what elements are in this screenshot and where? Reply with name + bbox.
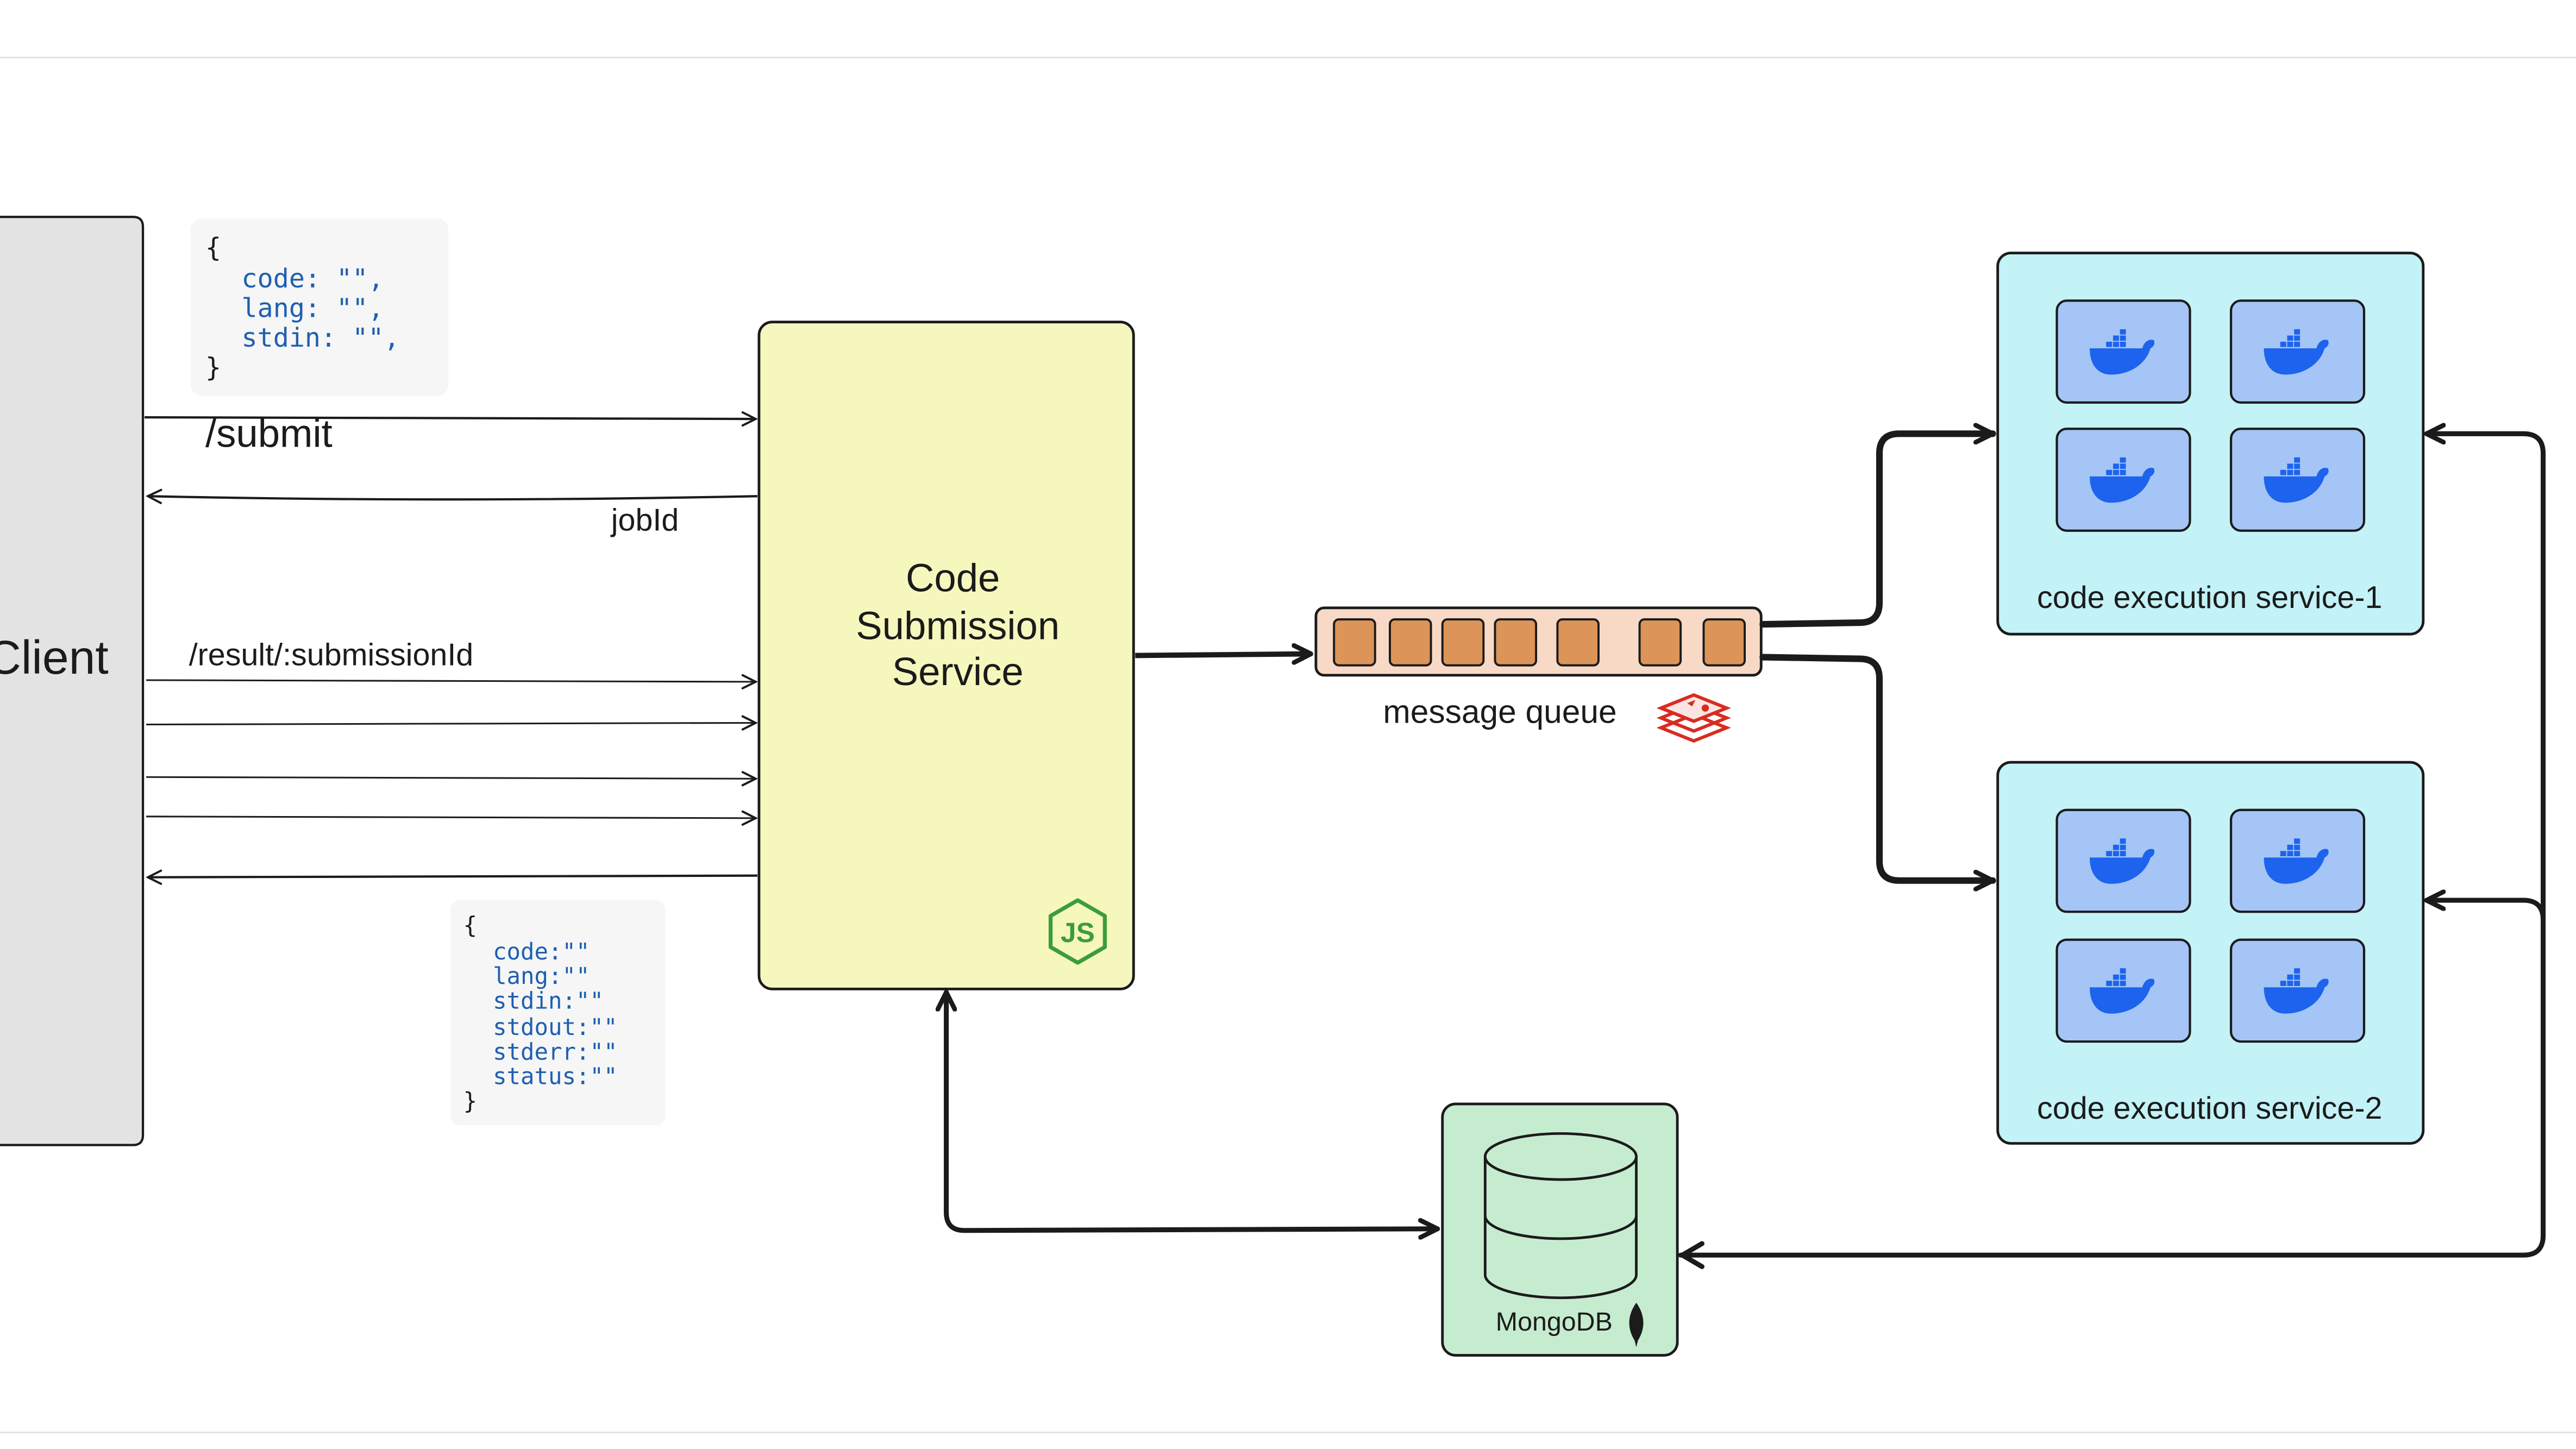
mongodb-leaf-icon: [1629, 1302, 1644, 1347]
submit-payload-line-lang: lang: "",: [241, 293, 384, 324]
service-db-arrow: [947, 989, 1440, 1230]
queue-to-exec-1-arrow: [1759, 434, 1996, 628]
container-box: [2229, 299, 2366, 404]
jobid-edge-label: jobId: [610, 503, 679, 538]
queue-to-exec-arrows: [1759, 434, 1996, 881]
message-queue[interactable]: [1314, 606, 1763, 677]
submit-payload-open: {: [205, 233, 221, 263]
result-payload-line-stdin: stdin:"": [493, 988, 604, 1014]
database-box[interactable]: MongoDB: [1441, 1102, 1679, 1357]
queue-item: [1556, 618, 1600, 667]
container-box: [2229, 808, 2366, 913]
container-box: [2055, 808, 2191, 913]
queue-item: [1638, 618, 1682, 667]
container-box: [2055, 428, 2191, 532]
exec-service-1-label: code execution service-1: [2037, 580, 2382, 615]
submit-payload-card: { code: "", lang: "", stdin: "", }: [190, 218, 449, 396]
submission-service-line-3: Service: [892, 650, 1024, 694]
exec-to-db-arrowhead: [1679, 1241, 1704, 1269]
message-queue-label: message queue: [1383, 693, 1616, 730]
submission-service-box[interactable]: Code Submission Service JS: [757, 321, 1135, 990]
result-response-arrow: [148, 876, 757, 877]
exec-service-2[interactable]: code execution service-2: [1996, 761, 2425, 1145]
submit-payload-line-code: code: "",: [241, 264, 384, 294]
poll-arrow-2: [146, 723, 756, 724]
submit-payload-line-stdin: stdin: "",: [241, 323, 399, 353]
result-payload-card: { code:"" lang:"" stdin:"" stdout:"" std…: [450, 900, 666, 1126]
client-service-arrows: [145, 417, 757, 877]
container-box: [2055, 299, 2191, 404]
nodejs-icon: JS: [1048, 898, 1107, 965]
client-box[interactable]: Client: [0, 216, 145, 1146]
submit-edge-label: /submit: [205, 412, 333, 456]
container-box: [2055, 938, 2191, 1043]
database-label: MongoDB: [1496, 1307, 1613, 1337]
db-to-exec-1-arrow: [1678, 434, 2546, 1258]
result-payload-line-stdout: stdout:"": [493, 1014, 617, 1040]
exec-service-2-label: code execution service-2: [2037, 1091, 2382, 1126]
queue-to-exec-2-arrow: [1759, 654, 1996, 881]
queue-item: [1388, 618, 1432, 667]
svg-text:JS: JS: [1061, 917, 1095, 948]
db-to-exec-2-arrow: [2424, 900, 2546, 923]
result-payload-line-code: code:"": [493, 938, 590, 965]
poll-arrow-4: [146, 817, 756, 818]
result-edge-label: /result/:submissionId: [189, 638, 474, 673]
result-payload-open: {: [463, 912, 477, 938]
submit-payload-close: }: [205, 352, 221, 382]
db-feedback-arrows: [1678, 434, 2546, 1258]
result-payload-line-status: status:"": [493, 1063, 617, 1090]
queue-item: [1702, 618, 1746, 667]
service-to-queue-arrow: [1135, 654, 1311, 655]
container-box: [2229, 938, 2366, 1043]
result-payload-line-lang: lang:"": [493, 963, 590, 989]
jobid-arrow: [148, 496, 757, 499]
poll-arrow-3: [146, 777, 756, 779]
result-payload-line-stderr: stderr:"": [493, 1038, 617, 1065]
client-label: Client: [0, 631, 109, 684]
submit-arrow: [145, 417, 756, 419]
result-payload-close: }: [463, 1088, 477, 1114]
submission-service-line-2: Submission: [856, 604, 1060, 648]
redis-icon: [1656, 693, 1731, 743]
submission-service-line-1: Code: [906, 556, 1000, 600]
queue-item: [1441, 618, 1485, 667]
queue-item: [1333, 618, 1376, 667]
container-box: [2229, 428, 2366, 532]
database-cylinder-icon: [1483, 1132, 1638, 1300]
queue-item: [1494, 618, 1538, 667]
poll-arrow-1: [146, 680, 756, 682]
exec-service-1[interactable]: code execution service-1: [1996, 252, 2425, 636]
